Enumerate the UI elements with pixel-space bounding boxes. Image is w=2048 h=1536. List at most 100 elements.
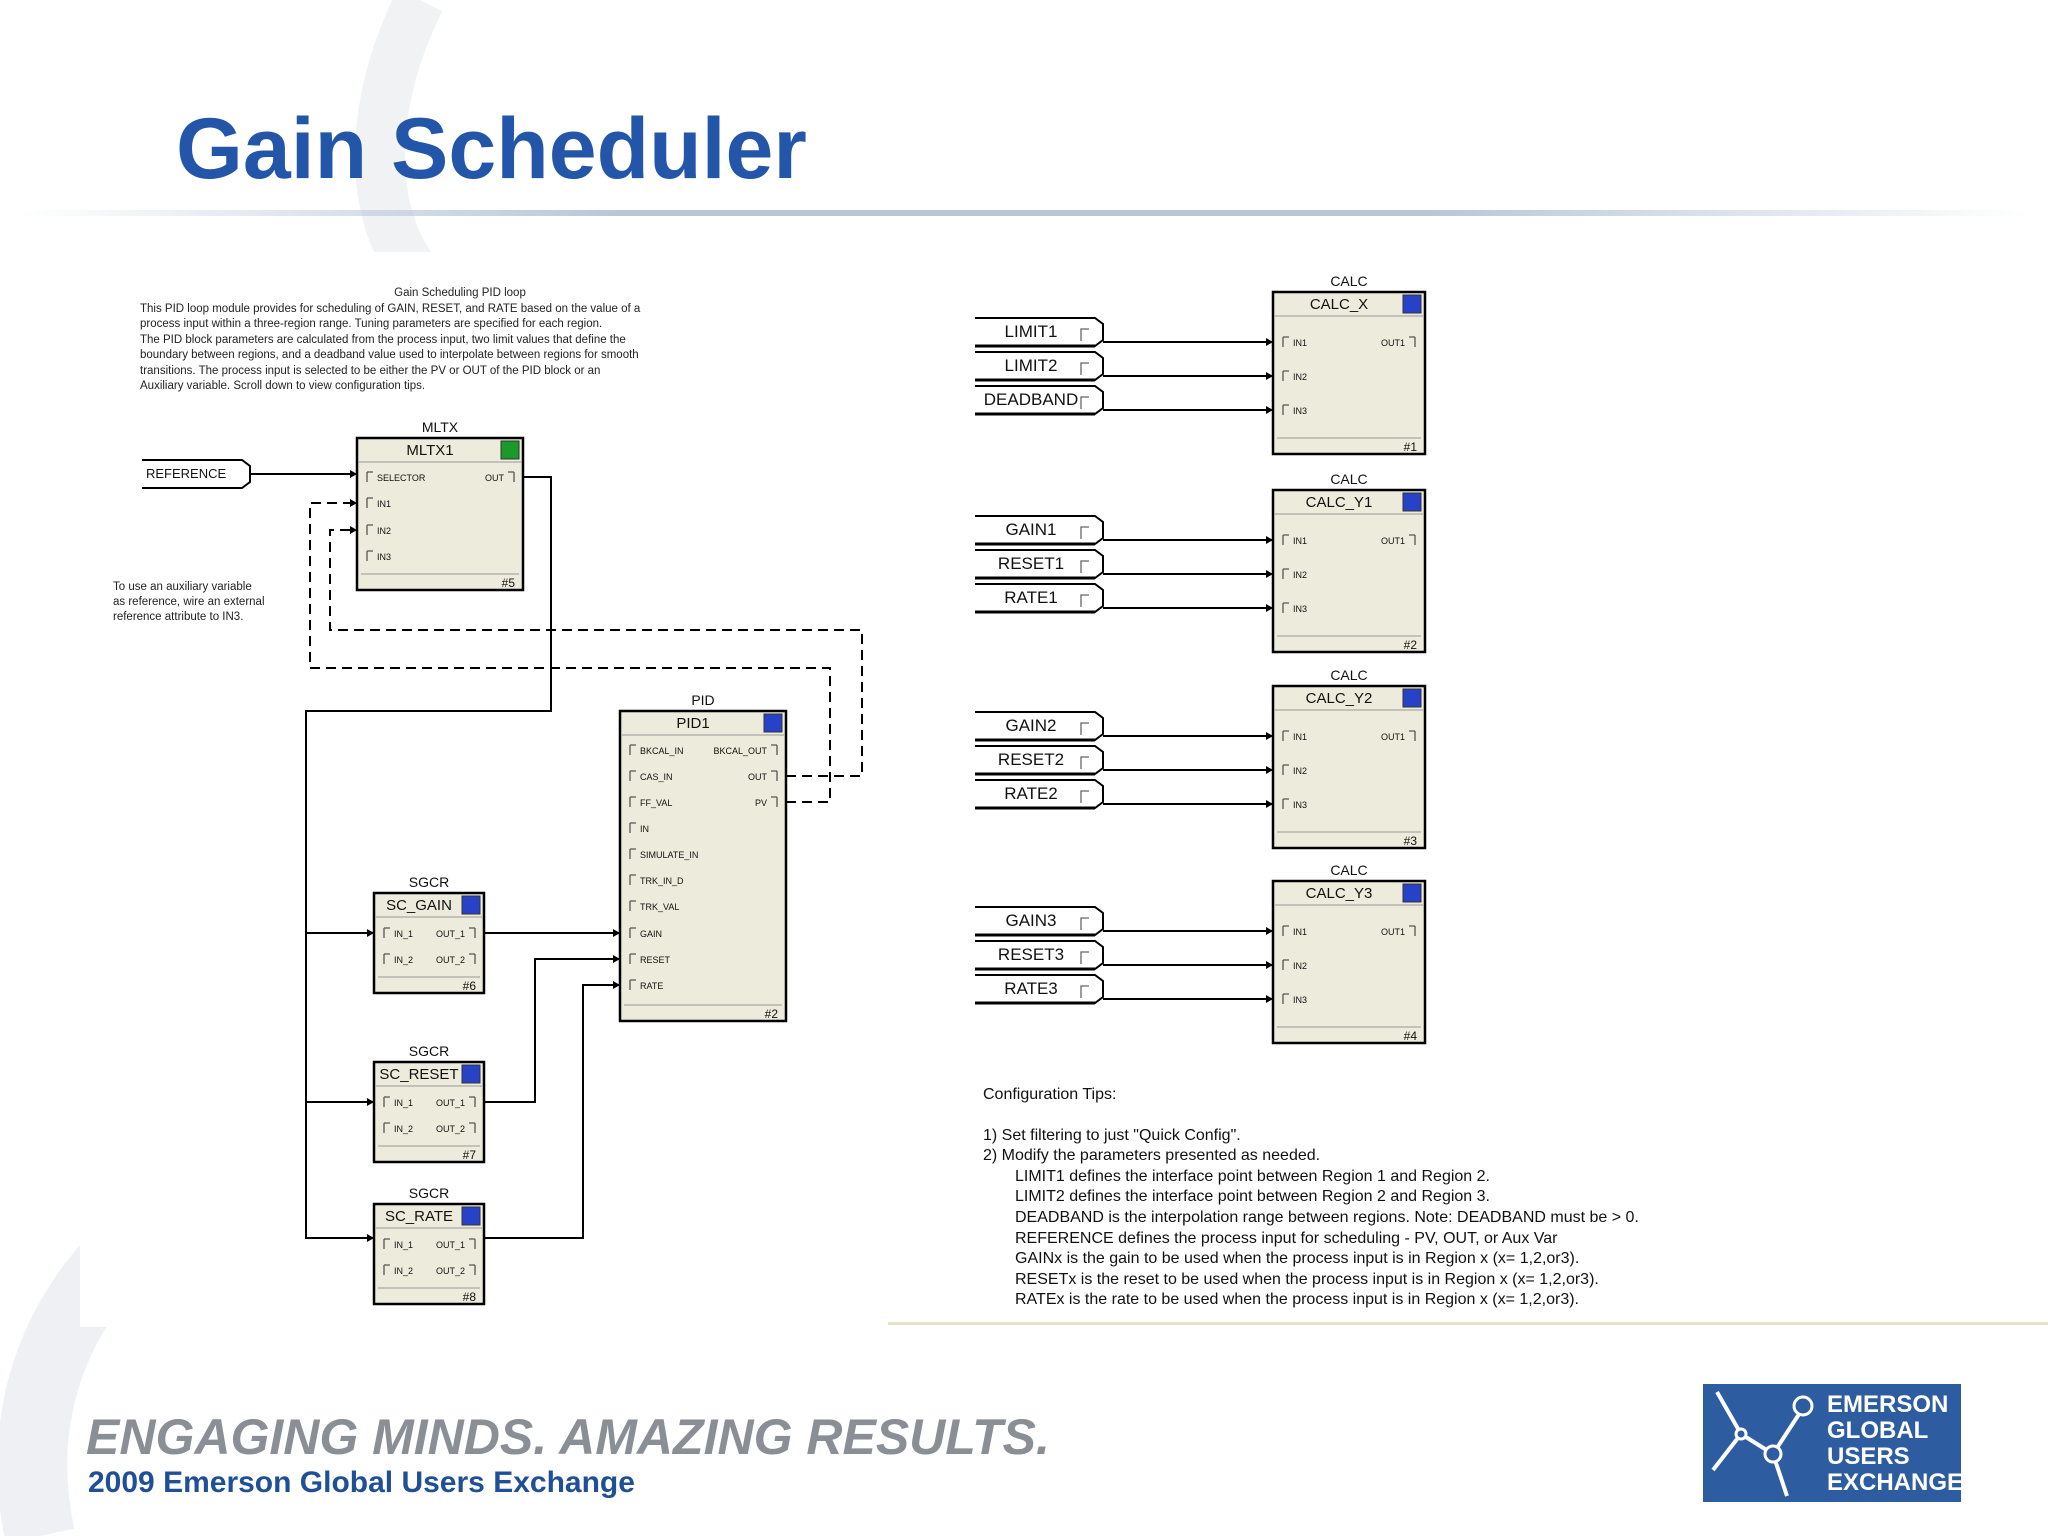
block-status-icon <box>461 895 481 915</box>
input-pin-label: FF_VAL <box>640 798 672 808</box>
pin-glyph <box>1282 602 1289 613</box>
pin-glyph <box>469 1122 476 1133</box>
output-pin-label: OUT_1 <box>436 1240 465 1250</box>
pin-glyph <box>383 1122 390 1133</box>
block-name-label: CALC_X <box>1310 296 1368 313</box>
wire-arrow <box>1266 766 1273 774</box>
tips-detail: GAINx is the gain to be used when the pr… <box>1015 1250 1580 1268</box>
block-number-label: #8 <box>463 1290 477 1304</box>
logo-line: EMERSON <box>1827 1391 1949 1418</box>
pin-glyph <box>629 979 636 990</box>
parameter-tag-label: LIMIT2 <box>1005 356 1058 375</box>
parameter-tag-label: RATE3 <box>1004 979 1058 998</box>
input-pin-label: CAS_IN <box>640 772 673 782</box>
pin-glyph <box>1080 951 1089 964</box>
description-line: transitions. The process input is select… <box>140 364 601 377</box>
pin-glyph <box>1409 730 1416 741</box>
wire-arrow <box>1266 570 1273 578</box>
input-pin-label: IN_1 <box>394 1240 413 1250</box>
logo-molecule-icon <box>1711 1391 1814 1497</box>
pin-glyph <box>469 927 476 938</box>
dashed-wire <box>329 529 863 777</box>
block-name-label: SC_RATE <box>385 1208 453 1225</box>
output-pin-label: BKCAL_OUT <box>713 746 767 756</box>
pin-glyph <box>383 1096 390 1107</box>
block-type-label: CALC <box>1330 667 1367 683</box>
pin-glyph <box>1409 925 1416 936</box>
block-status-icon <box>500 440 520 460</box>
pin-glyph <box>1409 336 1416 347</box>
pin-glyph <box>1080 756 1089 769</box>
input-pin-label: TRK_IN_D <box>640 876 684 886</box>
input-pin-label: IN1 <box>1293 536 1307 546</box>
wire-arrow <box>350 499 357 507</box>
input-pin-label: SELECTOR <box>377 473 426 483</box>
wire <box>305 476 552 1239</box>
block-number-label: #2 <box>1404 638 1418 652</box>
output-pin-label: OUT1 <box>1381 927 1405 937</box>
output-pin-label: OUT1 <box>1381 536 1405 546</box>
wire-arrow <box>613 981 620 989</box>
wire-arrow <box>1266 927 1273 935</box>
parameter-tag-label: GAIN1 <box>1005 520 1056 539</box>
block-status-icon <box>763 713 783 733</box>
block-number-label: #4 <box>1404 1029 1418 1043</box>
footer-tagline: ENGAGING MINDS. AMAZING RESULTS. <box>86 1409 1050 1465</box>
pin-glyph <box>629 744 636 755</box>
block-name-label: CALC_Y2 <box>1306 690 1373 707</box>
block-type-label: SGCR <box>409 874 449 890</box>
pin-glyph <box>629 900 636 911</box>
block-number-label: #7 <box>463 1148 477 1162</box>
pin-glyph <box>1282 568 1289 579</box>
input-pin-label: IN1 <box>1293 732 1307 742</box>
pin-glyph <box>366 550 373 561</box>
function-block <box>1271 879 1427 1045</box>
parameter-tag-label: GAIN2 <box>1005 716 1056 735</box>
pin-glyph <box>771 796 778 807</box>
input-pin-label: IN3 <box>1293 995 1307 1005</box>
output-pin-label: OUT_2 <box>436 1124 465 1134</box>
parameter-tag-label: RESET3 <box>998 945 1064 964</box>
input-pin-label: IN1 <box>1293 338 1307 348</box>
pin-glyph <box>383 1264 390 1275</box>
tips-item: 2) Modify the parameters presented as ne… <box>983 1147 1321 1165</box>
input-pin-label: IN <box>640 824 649 834</box>
block-name-label: CALC_Y3 <box>1306 885 1373 902</box>
pin-glyph <box>1080 917 1089 930</box>
wire-arrow <box>1266 604 1273 612</box>
block-type-label: SGCR <box>409 1185 449 1201</box>
block-type-label: CALC <box>1330 471 1367 487</box>
dashed-wire <box>309 502 831 803</box>
wire-arrow <box>1266 732 1273 740</box>
pin-glyph <box>1080 328 1089 341</box>
block-status-icon <box>1402 883 1422 903</box>
tips-detail: RESETx is the reset to be used when the … <box>1015 1270 1599 1288</box>
pin-glyph <box>383 953 390 964</box>
wire-arrow <box>1266 536 1273 544</box>
parameter-tag-label: RESET1 <box>998 554 1064 573</box>
pin-glyph <box>1080 560 1089 573</box>
pin-glyph <box>366 497 373 508</box>
block-name-label: CALC_Y1 <box>1306 494 1373 511</box>
wire-arrow <box>350 526 357 534</box>
input-pin-label: IN3 <box>377 552 391 562</box>
input-pin-label: IN_1 <box>394 1098 413 1108</box>
pin-glyph <box>469 1264 476 1275</box>
pin-glyph <box>469 1096 476 1107</box>
block-name-label: SC_GAIN <box>386 897 452 914</box>
note-line: as reference, wire an external <box>113 596 265 608</box>
input-pin-label: IN3 <box>1293 406 1307 416</box>
pin-glyph <box>366 471 373 482</box>
input-pin-label: RATE <box>640 981 663 991</box>
output-pin-label: OUT <box>485 473 505 483</box>
output-pin-label: OUT_2 <box>436 955 465 965</box>
output-pin-label: OUT1 <box>1381 732 1405 742</box>
description-line: boundary between regions, and a deadband… <box>140 349 639 361</box>
input-pin-label: IN2 <box>1293 372 1307 382</box>
pin-glyph <box>1080 526 1089 539</box>
wire-arrow <box>613 929 620 937</box>
input-pin-label: IN_2 <box>394 955 413 965</box>
block-number-label: #1 <box>1404 440 1418 454</box>
block-name-label: MLTX1 <box>406 442 453 459</box>
block-type-label: SGCR <box>409 1043 449 1059</box>
